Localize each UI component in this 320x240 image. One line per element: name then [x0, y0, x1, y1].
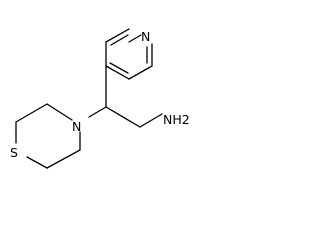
- thiomorpholine-nitrogen-label: N: [72, 119, 81, 134]
- structure-diagram: N N S NH2: [10, 28, 190, 169]
- pyridine-nitrogen-label: N: [141, 29, 150, 44]
- amine-label: NH2: [163, 112, 190, 127]
- bond-thio-n-c-top: [46, 103, 73, 121]
- bond-thio-c-bottom-c-right: [46, 149, 81, 169]
- bond-methine-to-ch2: [105, 106, 141, 128]
- bond-pyr-c6-c5: [128, 65, 153, 80]
- bond-pyr-c3-c2-inner: [110, 34, 129, 46]
- bond-thio-c-top-c-left: [15, 103, 48, 123]
- bond-pyr-c5-c4: [105, 65, 130, 80]
- pyridine-ring: [105, 28, 153, 80]
- bond-thio-s-c-bottom: [26, 156, 48, 169]
- bond-pyr-c5-c4-inner: [109, 62, 129, 74]
- bond-ch2-to-amine: [139, 113, 163, 128]
- bond-methine-to-n: [88, 106, 107, 118]
- sulfur-label: S: [10, 145, 18, 160]
- thiomorpholine-ring: [15, 103, 81, 169]
- bond-pyr-c2-n1: [128, 34, 142, 43]
- bond-pyr-c3-c2: [105, 28, 130, 43]
